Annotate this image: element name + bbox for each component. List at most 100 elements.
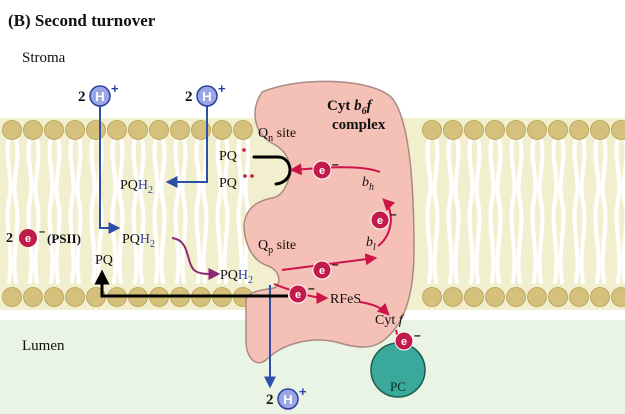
lipid-head — [149, 120, 169, 140]
electron-symbol: e — [401, 336, 407, 348]
lipid-head — [23, 287, 43, 307]
lipid-head — [170, 120, 190, 140]
proton-circle — [89, 85, 111, 107]
pqh2-mid-label: PQH2 — [122, 232, 155, 250]
proton-flow-top-mid — [165, 105, 208, 188]
lipid-tail — [173, 136, 181, 284]
lipid-tail — [47, 136, 55, 284]
complex-label-line2: complex — [332, 117, 386, 133]
lipid-head — [212, 120, 232, 140]
lipid-tail — [215, 136, 223, 284]
complex-label-line1: Cyt b6f — [327, 98, 374, 117]
lipid-head — [65, 287, 85, 307]
lipid-tail — [89, 136, 97, 284]
lipid-head — [2, 120, 22, 140]
electron-marker: e– — [312, 257, 339, 280]
pc-label: PC — [390, 379, 406, 394]
lipid-tail — [516, 136, 524, 284]
lipid-head — [443, 120, 463, 140]
qp-site-label: Qp site — [258, 238, 296, 256]
electron-input-source: (PSII) — [47, 231, 81, 246]
lipid-tail — [33, 136, 41, 284]
lipid-tail — [236, 136, 244, 284]
electron-marker: e– — [370, 207, 397, 230]
electron-charge: – — [414, 328, 421, 342]
figure-title: (B) Second turnover — [8, 11, 156, 30]
pqh2-diffusion-arrow — [171, 237, 221, 281]
electron-charge: – — [332, 157, 339, 171]
electron-symbol: e — [319, 165, 325, 177]
lipid-tail — [600, 136, 608, 284]
stroma-label: Stroma — [22, 50, 66, 66]
lipid-tail — [467, 136, 475, 284]
electron-charge: – — [390, 207, 397, 221]
lipid-tail — [5, 136, 13, 284]
lipid-head — [590, 120, 610, 140]
proton-charge: + — [299, 384, 307, 399]
lipid-head — [422, 120, 442, 140]
lipid-tail — [26, 136, 34, 284]
lumen-label: Lumen — [22, 338, 65, 354]
electron-symbol: e — [377, 215, 383, 227]
proton-symbol: H — [95, 89, 104, 104]
lipid-tail — [621, 136, 625, 284]
lipid-tail — [579, 136, 587, 284]
electron-circle — [288, 284, 308, 304]
radical-dot — [243, 174, 247, 178]
qn-site-label: Qn site — [258, 126, 296, 144]
electron-circle — [370, 210, 390, 230]
electron-input-charge: – — [39, 226, 45, 238]
lipid-tail — [131, 136, 139, 284]
lipid-tail — [194, 136, 202, 284]
lipid-tail — [558, 136, 566, 284]
lipid-tail — [425, 136, 433, 284]
electron-marker: e– — [394, 328, 421, 351]
lipid-tail — [432, 136, 440, 284]
lipid-head — [2, 287, 22, 307]
lipid-head — [569, 287, 589, 307]
proton-flow-left — [99, 105, 121, 234]
lipid-head — [128, 120, 148, 140]
electron-circle — [312, 260, 332, 280]
proton-circle — [277, 388, 299, 410]
lipid-tail — [474, 136, 482, 284]
lipid-head — [191, 120, 211, 140]
pqh2-left-label: PQH2 — [120, 178, 153, 196]
electron-circle — [394, 331, 414, 351]
lipid-tail — [446, 136, 454, 284]
proton-symbol: H — [283, 392, 292, 407]
electron-charge: – — [332, 257, 339, 271]
lipid-head — [590, 287, 610, 307]
lipid-tail — [180, 136, 188, 284]
lipid-head — [548, 120, 568, 140]
lipid-tail — [614, 136, 622, 284]
lipid-head — [548, 287, 568, 307]
proton-charge: + — [218, 81, 226, 96]
electron-input-symbol: e — [25, 233, 31, 245]
lipid-head — [65, 120, 85, 140]
lipid-tail — [495, 136, 503, 284]
electron-input-count: 2 — [6, 231, 13, 246]
lipid-tail — [243, 136, 251, 284]
lipid-tail — [537, 136, 545, 284]
pq-top-label: PQ — [219, 149, 237, 164]
lipid-tail — [159, 136, 167, 284]
lipid-head — [569, 120, 589, 140]
lipid-tail — [12, 136, 20, 284]
lipid-head — [44, 287, 64, 307]
lipid-tail — [117, 136, 125, 284]
thylakoid-membrane — [2, 120, 625, 307]
lipid-tail — [152, 136, 160, 284]
lipid-head — [233, 120, 253, 140]
bh-label: bh — [362, 175, 374, 193]
radical-dot — [250, 174, 254, 178]
electron-symbol: e — [295, 289, 301, 301]
rfes-to-cytf-arrow — [359, 301, 390, 316]
proton-count: 2 — [185, 89, 193, 105]
pq-bottom-label: PQ — [219, 176, 237, 191]
